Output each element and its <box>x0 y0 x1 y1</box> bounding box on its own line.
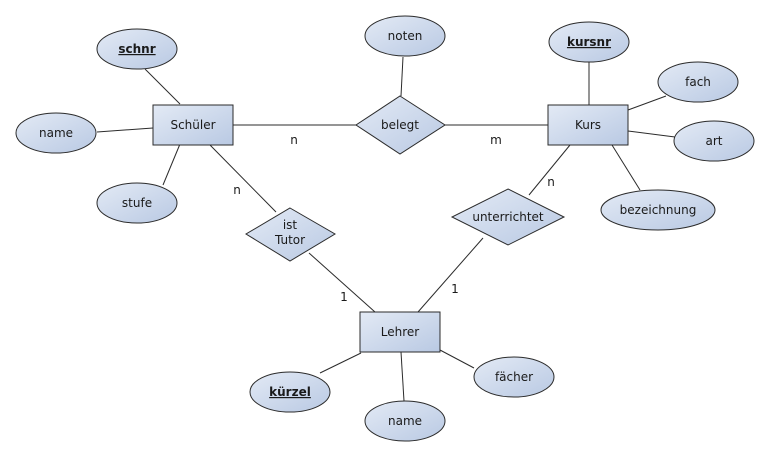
attribute-schnr[interactable]: schnr <box>96 28 178 70</box>
attribute-schnr-label: schnr <box>118 42 155 56</box>
entity-kurs-label: Kurs <box>575 118 601 132</box>
attribute-art-label: art <box>706 134 723 148</box>
entity-lehrer[interactable]: Lehrer <box>359 311 441 353</box>
attribute-fach-label: fach <box>685 75 711 89</box>
attribute-stufe-label: stufe <box>122 196 152 210</box>
entity-kurs[interactable]: Kurs <box>547 104 629 146</box>
attribute-schueler-name[interactable]: name <box>15 112 97 154</box>
line-art-kurs <box>627 130 676 138</box>
line-bezeichnung-kurs <box>611 144 641 191</box>
cardinality-schueler-belegt: n <box>290 133 298 147</box>
line-schnr-schueler <box>144 68 181 105</box>
line-schueler-isttutor <box>209 144 277 213</box>
line-fach-kurs <box>627 95 667 111</box>
relationship-ist-tutor-label-1: ist <box>283 218 298 232</box>
line-unterrichtet-lehrer <box>417 237 484 313</box>
attribute-stufe[interactable]: stufe <box>96 182 178 224</box>
attribute-noten-label: noten <box>388 29 423 43</box>
attribute-kuerzel[interactable]: kürzel <box>249 371 331 413</box>
cardinality-tutor-lehrer: 1 <box>340 290 348 304</box>
relationship-belegt[interactable]: belegt <box>355 95 446 155</box>
attribute-kursnr[interactable]: kursnr <box>548 21 630 63</box>
connector-lines <box>96 56 676 402</box>
entity-lehrer-label: Lehrer <box>381 325 420 339</box>
line-stufe-schueler <box>162 143 181 186</box>
attribute-faecher-label: fächer <box>495 370 533 384</box>
cardinality-kurs-unterrichtet: n <box>547 175 555 189</box>
entity-schueler-label: Schüler <box>170 118 215 132</box>
attribute-bezeichnung[interactable]: bezeichnung <box>600 189 716 231</box>
cardinalities: n m n 1 n 1 <box>233 133 555 304</box>
line-name-schueler <box>96 127 154 133</box>
attribute-lehrer-name[interactable]: name <box>364 400 446 442</box>
cardinality-schueler-tutor: n <box>233 183 241 197</box>
entity-schueler[interactable]: Schüler <box>152 104 234 146</box>
cardinality-belegt-kurs: m <box>490 133 502 147</box>
attribute-faecher[interactable]: fächer <box>473 356 555 398</box>
line-noten-belegt <box>400 56 404 97</box>
attribute-art[interactable]: art <box>673 120 755 162</box>
line-faecher-lehrer <box>439 349 475 369</box>
cardinality-unterrichtet-lehrer: 1 <box>451 282 459 296</box>
relationship-ist-tutor-label-2: Tutor <box>274 233 305 247</box>
attribute-schueler-name-label: name <box>39 126 73 140</box>
attribute-fach[interactable]: fach <box>657 61 739 103</box>
relationship-ist-tutor[interactable]: ist Tutor <box>245 207 336 262</box>
attribute-bezeichnung-label: bezeichnung <box>620 203 697 217</box>
attribute-kursnr-label: kursnr <box>567 35 611 49</box>
relationship-unterrichtet[interactable]: unterrichtet <box>450 188 566 246</box>
relationship-belegt-label: belegt <box>381 118 419 132</box>
line-kuerzel-lehrer <box>319 352 362 374</box>
line-name-lehrer <box>400 351 405 402</box>
line-isttutor-lehrer <box>308 252 376 313</box>
attribute-lehrer-name-label: name <box>388 414 422 428</box>
attribute-kuerzel-label: kürzel <box>269 385 311 399</box>
attribute-noten[interactable]: noten <box>364 15 446 57</box>
relationship-unterrichtet-label: unterrichtet <box>472 210 544 224</box>
line-kurs-unterrichtet <box>528 144 571 196</box>
